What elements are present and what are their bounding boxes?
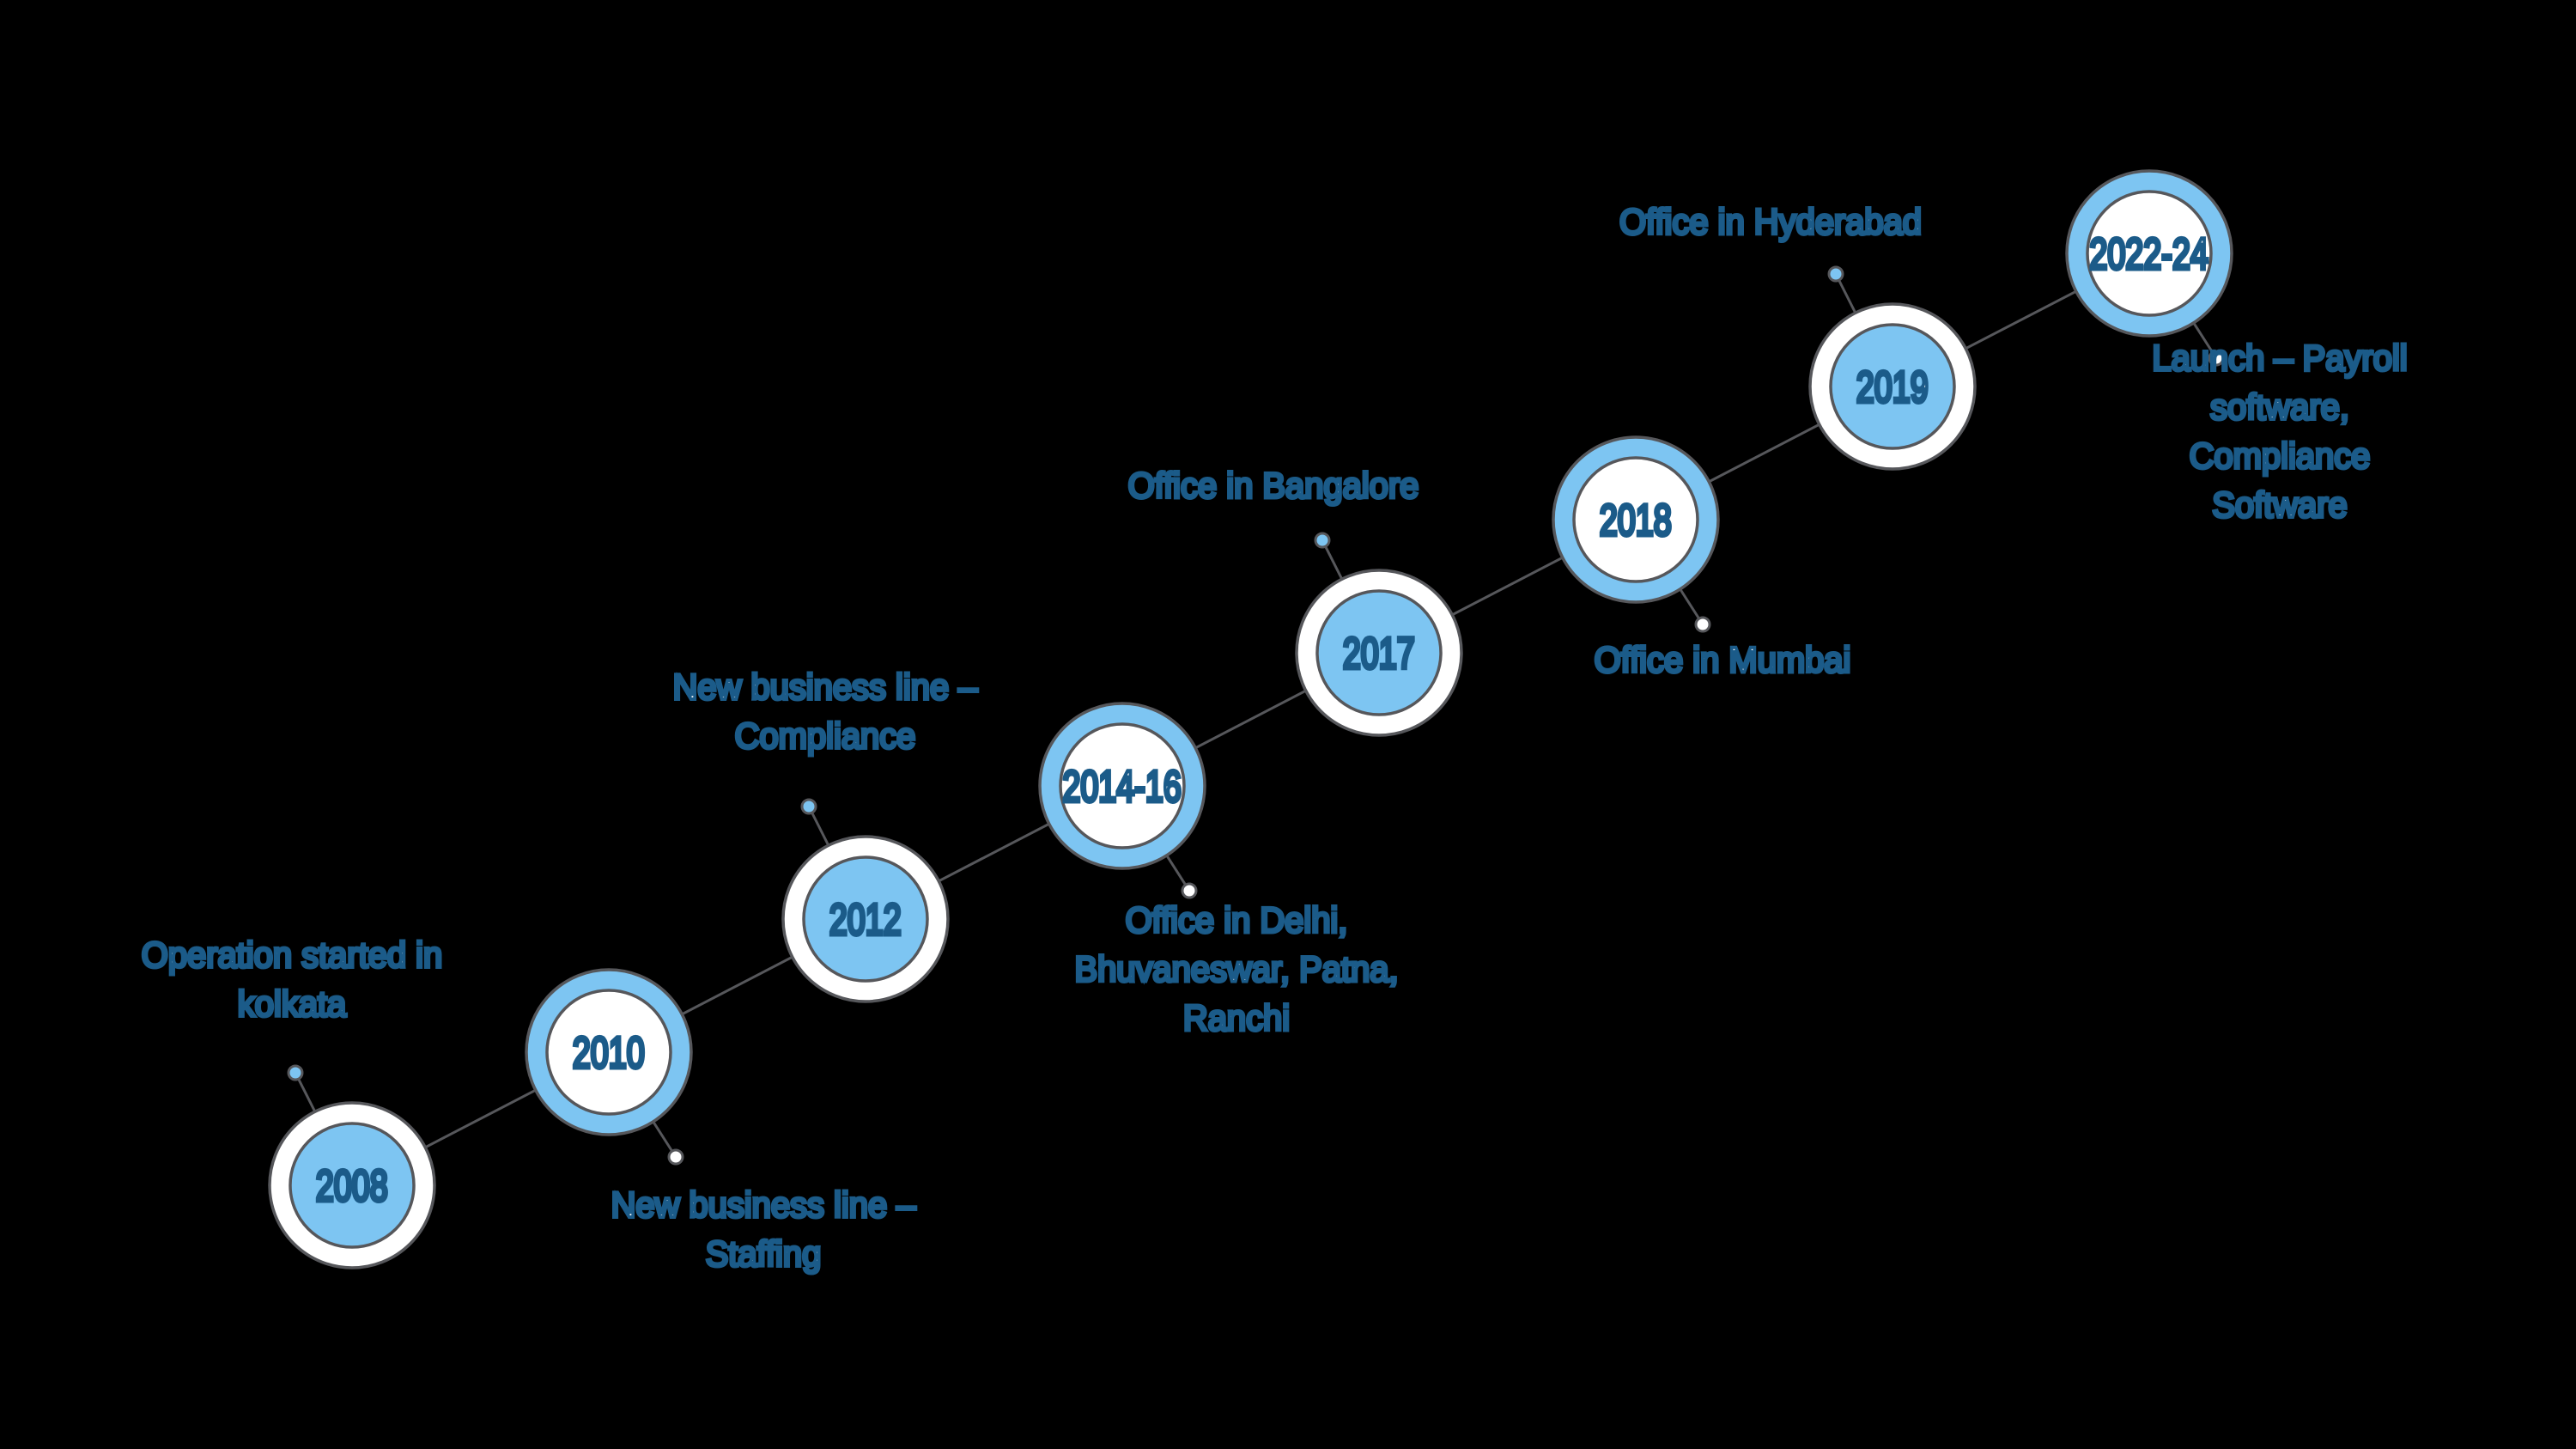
label-connector-dot-2019: [1827, 265, 1844, 283]
label-connector-dot-2018: [1694, 616, 1711, 633]
milestone-node-2018: [1552, 435, 1720, 633]
label-connector-dot-2017: [1314, 532, 1331, 549]
label-connector-dot-2008: [287, 1064, 304, 1081]
label-connector-dot-2022-24: [2208, 350, 2225, 367]
milestone-inner-circle-2008: [289, 1122, 416, 1249]
milestone-inner-circle-2022-24: [2086, 190, 2213, 317]
milestone-node-2019: [1808, 265, 1977, 471]
milestone-inner-circle-2019: [1829, 323, 1956, 450]
milestone-node-2022-24: [2065, 169, 2233, 367]
milestone-inner-circle-2010: [545, 989, 672, 1116]
milestone-node-2008: [268, 1064, 436, 1269]
milestone-inner-circle-2012: [802, 855, 929, 983]
milestone-inner-circle-2014-16: [1059, 722, 1186, 849]
label-connector-dot-2014-16: [1181, 882, 1198, 899]
label-connector-dot-2010: [667, 1148, 684, 1166]
milestone-node-2010: [525, 968, 693, 1166]
milestone-node-2012: [781, 798, 950, 1003]
milestone-inner-circle-2017: [1315, 589, 1443, 716]
milestone-node-2014-16: [1038, 702, 1206, 899]
label-connector-dot-2012: [800, 798, 817, 815]
milestone-inner-circle-2018: [1572, 456, 1699, 583]
milestone-node-2017: [1295, 532, 1463, 737]
